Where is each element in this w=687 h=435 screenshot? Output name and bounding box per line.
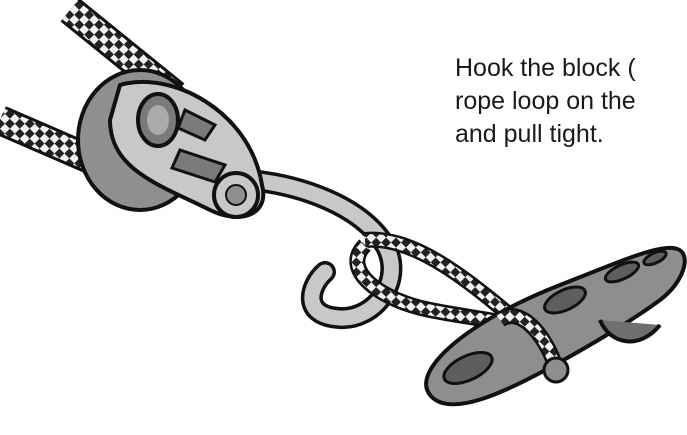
instruction-caption: Hook the block ( rope loop on the and pu… [455,52,687,151]
shackle-hook [250,180,391,318]
caption-line-1: Hook the block ( [455,52,687,85]
caption-line-3: and pull tight. [455,118,687,151]
caption-line-2: rope loop on the [455,85,687,118]
pulley-block [78,70,263,217]
